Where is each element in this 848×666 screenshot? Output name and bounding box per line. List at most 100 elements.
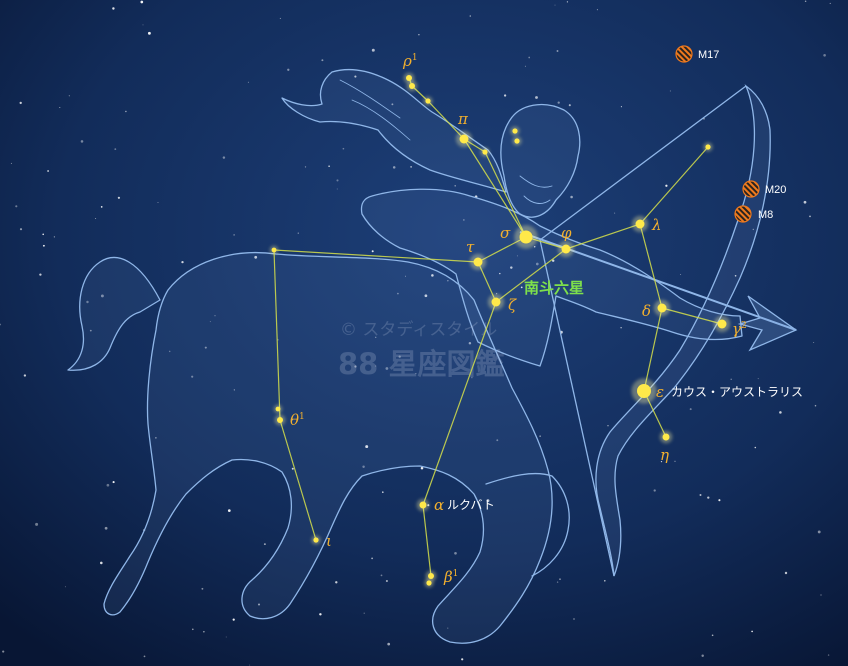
label-alpha: α [434, 496, 444, 514]
background-star [168, 350, 171, 353]
background-star [385, 579, 388, 583]
star-beta1a [428, 573, 434, 579]
watermark: © スタディスタイル 88 星座図鑑 [338, 319, 504, 381]
background-star [447, 627, 449, 629]
background-star [354, 365, 357, 368]
background-star [620, 327, 622, 329]
background-star [754, 446, 757, 449]
background-star [503, 94, 507, 97]
background-star [596, 9, 598, 11]
background-star [117, 196, 121, 199]
star-rho1a [406, 75, 412, 81]
constellation-line [273, 249, 281, 421]
background-star [140, 0, 144, 4]
background-star [321, 59, 324, 62]
background-star [752, 228, 754, 231]
background-star [68, 95, 70, 97]
background-star [371, 48, 375, 52]
background-star [19, 228, 23, 231]
background-star [711, 634, 714, 637]
constellation-line [484, 151, 527, 238]
background-star [142, 24, 144, 26]
background-star [204, 346, 207, 349]
messier-m20: M20 [742, 180, 786, 198]
background-star [157, 202, 159, 203]
background-star [263, 543, 266, 546]
background-star [232, 618, 235, 621]
star-alpha [419, 501, 427, 509]
background-star [336, 179, 339, 182]
background-star [86, 300, 89, 304]
label-eta: η [660, 446, 669, 464]
label-iota: ι [326, 532, 332, 550]
background-star [510, 266, 513, 269]
background-star [233, 389, 235, 391]
background-star [669, 90, 671, 92]
background-star [804, 0, 807, 2]
background-star [47, 170, 50, 172]
constellation-stars [269, 72, 731, 588]
background-star [203, 631, 205, 633]
background-star [730, 378, 732, 381]
background-star [59, 107, 61, 108]
bowstring-lower [539, 239, 615, 577]
star-iota [313, 537, 319, 543]
background-star [387, 642, 391, 646]
background-star [112, 7, 115, 10]
nebula-icon [675, 45, 693, 63]
star-epsilon [637, 384, 651, 398]
background-star [410, 166, 412, 168]
star-tau [473, 257, 483, 267]
cloak [281, 68, 507, 193]
background-star [524, 65, 526, 67]
background-star [734, 274, 737, 277]
background-star [461, 658, 464, 661]
background-star [287, 68, 290, 71]
background-star [779, 411, 782, 414]
background-star [431, 274, 434, 277]
star-pi [459, 134, 469, 144]
background-star [516, 255, 518, 257]
background-star [279, 17, 281, 19]
background-star [192, 628, 194, 631]
background-star [454, 185, 456, 187]
background-star [112, 481, 115, 484]
star-sigma [519, 230, 533, 244]
background-star [362, 465, 365, 469]
background-star [420, 466, 424, 470]
background-star [64, 586, 66, 588]
star-h1 [512, 128, 518, 134]
background-star [699, 494, 702, 496]
background-star [227, 509, 231, 512]
background-star [336, 188, 338, 190]
background-star [604, 580, 606, 582]
constellation-line [639, 146, 709, 225]
background-star [335, 581, 338, 584]
background-star [0, 323, 1, 326]
background-star [813, 342, 815, 344]
background-star [404, 275, 406, 277]
background-star [2, 650, 5, 653]
messier-label: M17 [698, 49, 719, 61]
background-star [718, 499, 721, 502]
background-star [371, 557, 373, 560]
star-lambda [635, 219, 645, 229]
background-star [319, 613, 322, 616]
background-star [607, 425, 609, 427]
background-star [257, 603, 261, 606]
asterism-label: 南斗六星 [524, 279, 584, 297]
background-star [820, 594, 822, 596]
background-star [39, 273, 42, 276]
constellation-line [661, 307, 723, 325]
background-star [817, 530, 821, 534]
background-star [10, 162, 12, 164]
star-theta1b [275, 406, 281, 412]
bowstring-upper [539, 85, 747, 241]
label-beta1: β1 [443, 568, 458, 586]
background-star [155, 437, 157, 439]
name-rukbat: ルクバト [447, 498, 495, 512]
background-star [297, 232, 299, 234]
background-star [568, 104, 571, 107]
nebula-icon [734, 205, 752, 223]
